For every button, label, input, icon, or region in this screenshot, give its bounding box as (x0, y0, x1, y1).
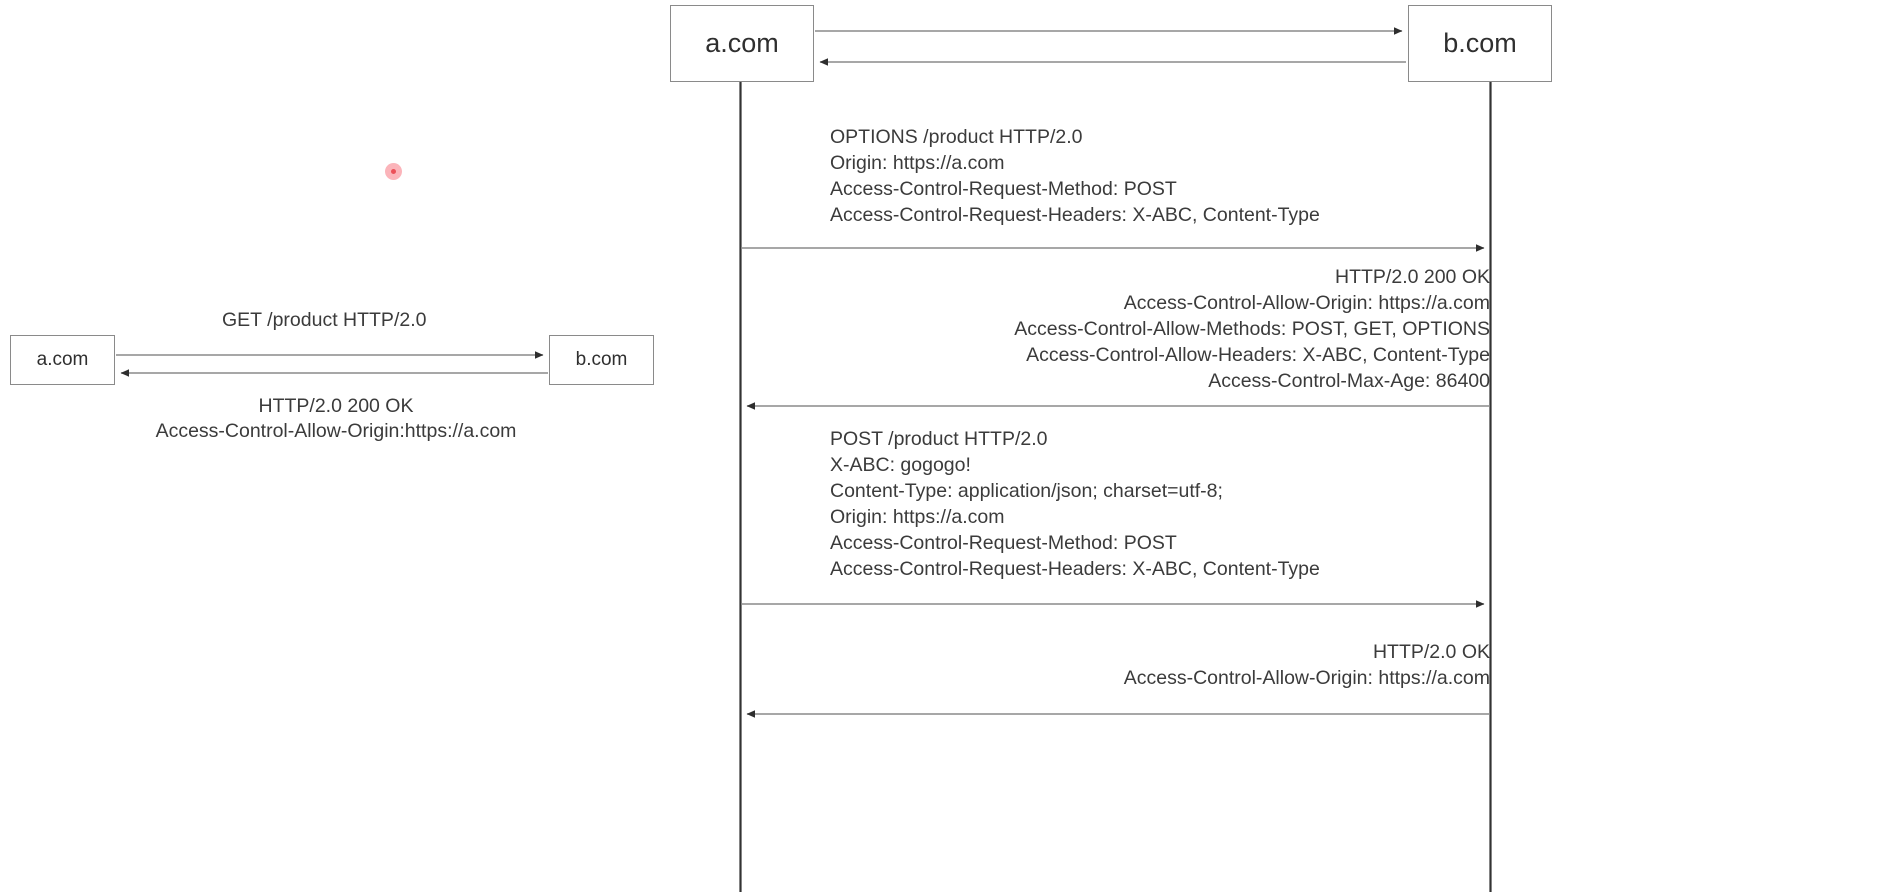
simple-diagram-arrows (116, 351, 548, 377)
simple-response-label: HTTP/2.0 200 OK Access-Control-Allow-Ori… (155, 395, 517, 442)
simple-request-label: GET /product HTTP/2.0 (222, 309, 427, 331)
cursor-click-indicator (385, 163, 402, 180)
message-actual-request: POST /product HTTP/2.0 X-ABC: gogogo! Co… (830, 428, 1320, 580)
sequence-top-arrows (815, 27, 1406, 66)
message-actual-response: HTTP/2.0 OK Access-Control-Allow-Origin:… (1123, 641, 1490, 689)
sequence-node-a[interactable]: a.com (670, 5, 814, 82)
message-preflight-request: OPTIONS /product HTTP/2.0 Origin: https:… (830, 126, 1320, 226)
simple-node-a[interactable]: a.com (10, 335, 115, 385)
sequence-node-b[interactable]: b.com (1408, 5, 1552, 82)
message-preflight-response: HTTP/2.0 200 OK Access-Control-Allow-Ori… (1014, 266, 1490, 392)
simple-node-b[interactable]: b.com (549, 335, 654, 385)
